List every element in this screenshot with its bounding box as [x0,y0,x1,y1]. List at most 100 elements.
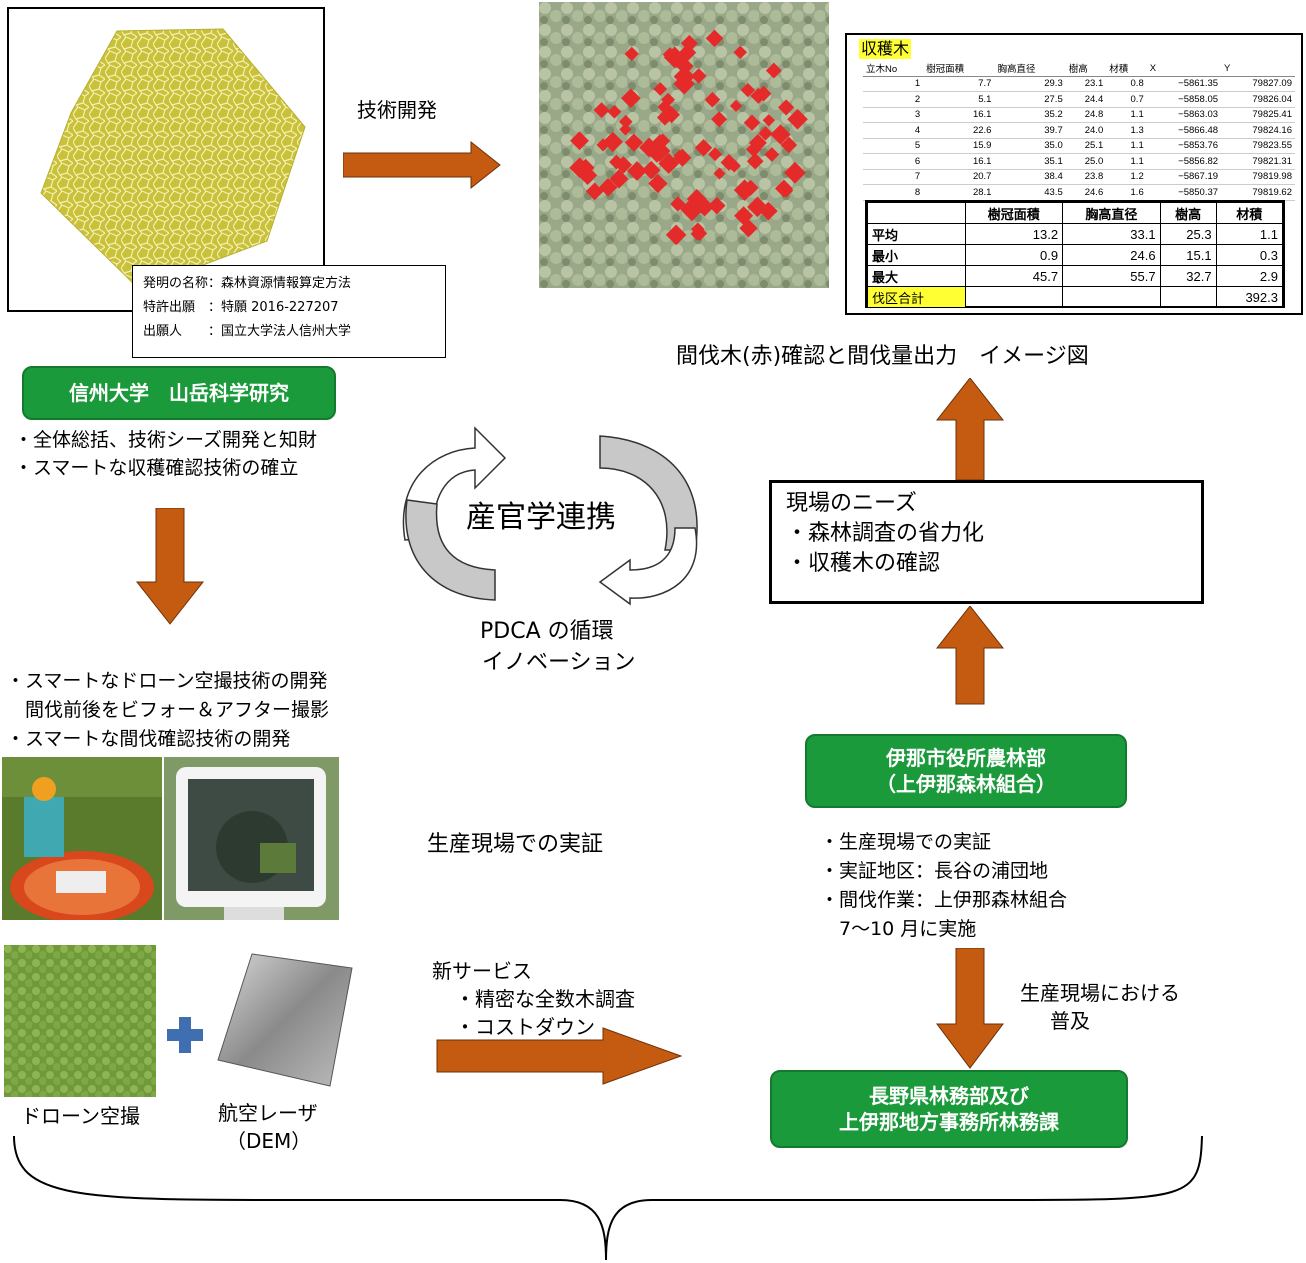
harvest-cell: 79824.16 [1221,122,1295,139]
thinning-tree-marker [598,177,618,197]
shinshu-bullet-2: ・スマートな収穫確認技術の確立 [14,457,299,479]
thinning-tree-marker [746,152,764,170]
summary-cell: 24.6 [1062,244,1161,266]
patent-info-box: 発明の名称：森林資源情報算定方法 特許出願 ：特願 2016-227207 出願… [132,265,446,358]
thinning-tree-marker [648,173,668,194]
thinning-tree-marker [665,224,687,246]
harvest-header-cell: X [1146,61,1222,77]
ina-bullet-1: ・生産現場での実証 [820,831,992,853]
needs-item-1: ・森林調査の省力化 [786,521,985,546]
field-needs-box: 現場のニーズ ・森林調査の省力化 ・収穫木の確認 [769,480,1204,604]
thinning-tree-marker [639,137,660,158]
harvest-cell: 8 [863,184,924,201]
summary-total-label: 伐区合計 [867,286,966,308]
summary-header-cell: 材積 [1215,202,1284,224]
harvest-cell: 16.1 [923,153,995,170]
drone-caption: ドローン空撮 [21,1104,140,1128]
harvest-cell: 35.0 [994,138,1066,154]
new-service-item-2: ・コストダウン [455,1015,595,1039]
thinning-tree-marker [648,140,671,162]
harvest-cell: 28.1 [923,184,995,201]
harvest-cell: 4 [863,122,924,139]
thinning-tree-marker [778,99,795,116]
patent-application-no: 特許出願 ：特願 2016-227207 [143,300,339,315]
up-arrow-mid-right [935,606,1005,705]
thinning-tree-marker [780,136,798,154]
summary-cell: 32.7 [1159,265,1217,287]
harvest-cell: 22.6 [923,122,995,139]
thinning-tree-marker [778,183,794,198]
summary-cell: 2.9 [1215,265,1284,287]
harvest-cell: 38.4 [994,169,1066,185]
harvest-cell: 1 [863,76,924,92]
thinning-tree-marker [609,169,629,189]
summary-cell: 25.3 [1159,223,1217,245]
laser-dem-image [212,948,357,1093]
harvest-cell: 0.7 [1106,91,1147,108]
summary-header-cell: 樹高 [1159,202,1217,224]
summary-header-cell: 樹冠面積 [964,202,1064,224]
thinning-tree-marker [673,149,687,163]
thinning-tree-marker [624,46,639,62]
harvest-cell: 0.8 [1106,76,1147,92]
harvest-cell: −5861.35 [1146,76,1222,92]
up-arrow-top-right [935,378,1005,481]
summary-total-value: 392.3 [1215,286,1284,308]
thinning-tree-marker [678,43,697,62]
summary-cell: 55.7 [1062,265,1161,287]
summary-header-cell [867,202,966,224]
drone-aerial-image [4,945,156,1097]
ina-bullet-2: ・実証地区：長谷の浦団地 [820,860,1049,882]
harvest-header-cell: 材積 [1106,61,1147,77]
harvest-cell: 79826.04 [1221,91,1295,108]
harvest-cell: −5867.19 [1146,169,1222,185]
thinning-tree-marker [708,196,726,215]
thinning-tree-marker [765,62,782,79]
cycle-arrows [402,426,698,606]
harvest-cell: 79825.41 [1221,107,1295,123]
ina-city-box: 伊那市役所農林部 （上伊那森林組合） [805,734,1127,808]
thinning-tree-marker [708,147,723,162]
summary-cell: 33.1 [1062,223,1161,245]
harvest-cell: 25.1 [1065,138,1107,154]
harvest-cell: 1.1 [1106,107,1147,123]
new-service-arrow [436,1027,683,1085]
thinning-tree-marker [614,156,633,174]
thinning-tree-marker [758,126,773,141]
harvest-cell: 5 [863,138,924,154]
harvest-cell: 29.3 [994,76,1066,92]
summary-cell: 最大 [867,265,966,287]
thinning-tree-marker [680,34,698,52]
thinning-tree-marker [775,127,789,142]
harvest-cell: 5.1 [923,91,995,108]
thinning-tree-marker [720,154,738,171]
pdca-line-1: PDCA の循環 [480,619,614,644]
thinning-tree-marker [602,131,624,153]
harvest-cell: −5850.37 [1146,184,1222,201]
harvest-cell: −5866.48 [1146,122,1222,139]
thinning-tree-marker [704,91,721,108]
thinning-tree-marker [733,45,748,60]
down-arrow-right [936,948,1004,1069]
drone-note-2: 間伐前後をビフォー＆アフター撮影 [6,699,330,721]
shinshu-bullet-1: ・全体総括、技術シーズ開発と知財 [14,429,318,451]
harvest-cell: 7 [863,169,924,185]
harvest-cell: 6 [863,153,924,170]
harvest-cell: 16.1 [923,107,995,123]
harvest-cell: 1.3 [1106,122,1147,139]
cycle-label: 産官学連携 [466,500,616,535]
nagano-pref-box: 長野県林務部及び 上伊那地方事務所林務課 [770,1070,1128,1148]
thinning-tree-marker [570,131,589,151]
nagano-box-line-1: 長野県林務部及び [869,1084,1029,1108]
crown-map-image [7,7,325,312]
summary-cell: 13.2 [964,223,1064,245]
thinning-tree-marker [711,111,728,128]
aerial-thinning-image [539,2,829,288]
